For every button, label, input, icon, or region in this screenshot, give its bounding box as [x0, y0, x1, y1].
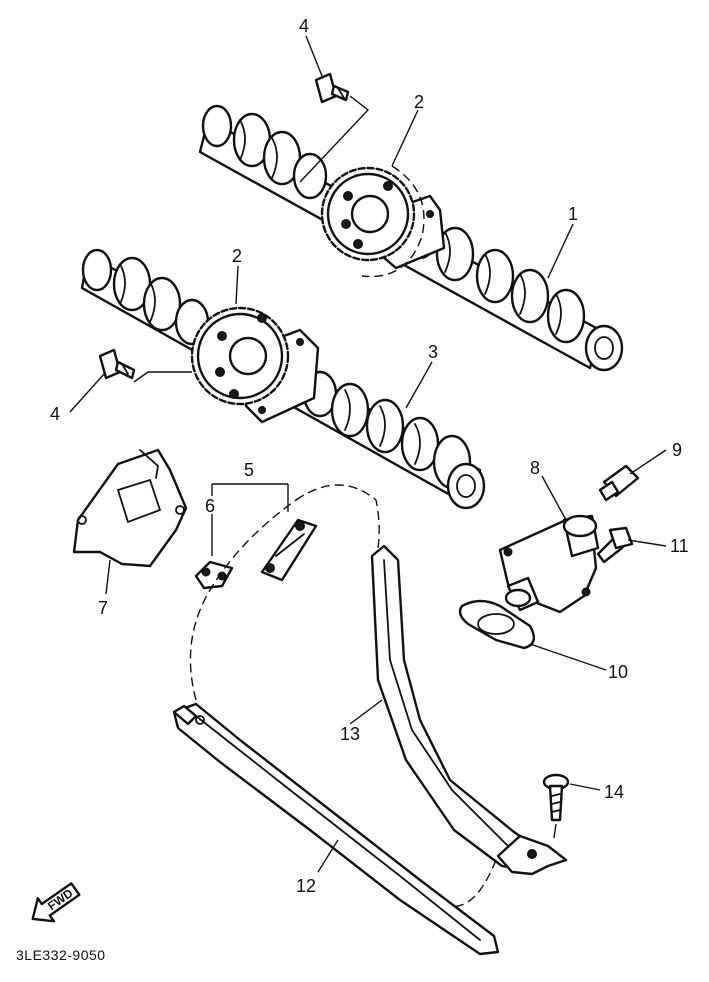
bolt-4-lower [98, 348, 136, 380]
tensioner-cap-bolt-9 [598, 464, 640, 502]
callout-14: 14 [604, 782, 624, 802]
callout-9: 9 [672, 440, 682, 460]
chain-link-5 [260, 518, 318, 582]
callout-4-upper: 4 [299, 16, 309, 36]
bolt-4-upper [314, 72, 350, 104]
callout-11: 11 [670, 536, 689, 556]
callout-13: 13 [340, 724, 360, 744]
chain-guide-12 [172, 702, 500, 956]
bolt-14 [542, 773, 570, 822]
timing-chain [189, 484, 497, 907]
callout-7: 7 [98, 598, 108, 618]
callout-3: 3 [428, 342, 438, 362]
forward-arrow-icon: FWD [31, 882, 81, 923]
leader-lines [69, 35, 667, 873]
callout-2-lower: 2 [232, 246, 242, 266]
cam-sprocket-2-upper [320, 165, 425, 278]
chain-guide-13 [370, 544, 568, 876]
callout-12: 12 [296, 876, 316, 896]
camshaft-cap-7 [72, 448, 188, 568]
callout-4-lower: 4 [50, 404, 60, 424]
part-code: 3LE332-9050 [16, 947, 106, 963]
callout-1: 1 [568, 204, 578, 224]
callout-6: 6 [205, 496, 215, 516]
chain-tensioner-8 [498, 514, 600, 614]
callout-2-upper: 2 [414, 92, 424, 112]
callout-5: 5 [244, 460, 254, 480]
bolt-11 [596, 526, 634, 564]
callout-10: 10 [608, 662, 628, 682]
callout-8: 8 [530, 458, 540, 478]
gasket-10 [458, 599, 536, 650]
cam-sprocket-2-lower [190, 306, 290, 406]
